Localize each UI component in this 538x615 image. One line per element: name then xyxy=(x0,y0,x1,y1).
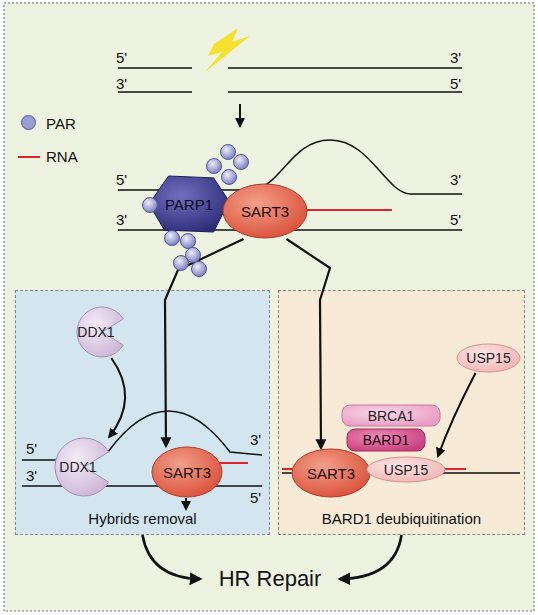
usp15-ellipse: USP15 xyxy=(456,343,521,373)
flow-arrow xyxy=(340,535,402,579)
dna-strand xyxy=(118,91,192,93)
panel-title: Hybrids removal xyxy=(16,510,269,528)
par-bead xyxy=(221,145,236,160)
par-bead xyxy=(165,231,180,246)
par-bead xyxy=(181,234,196,249)
deubiquitination-panel: BARD1 deubiquitinationUSP15BRCA1BARD1SAR… xyxy=(278,290,525,535)
damage-lightning xyxy=(205,28,250,72)
flow-arrow xyxy=(143,535,201,579)
strand-end-label: 3' xyxy=(450,172,461,187)
sart3-ellipse: SART3 xyxy=(222,183,308,239)
node-label: SART3 xyxy=(307,466,355,481)
hex-shape xyxy=(149,176,229,232)
rna-legend-sample xyxy=(18,156,40,158)
node-label: SART3 xyxy=(163,465,211,480)
par-bead xyxy=(174,256,189,271)
ell-shape xyxy=(457,344,520,372)
strand-end-label: 5' xyxy=(250,490,261,505)
strand-end-label: 5' xyxy=(116,172,127,187)
strand-end-label: 3' xyxy=(450,50,461,65)
ell-shape xyxy=(367,457,445,482)
par-bead xyxy=(186,248,201,263)
ell-shape xyxy=(152,447,222,497)
dna-strand xyxy=(118,67,192,69)
rrect-shape xyxy=(342,405,440,426)
rrect-shape xyxy=(347,429,425,451)
par-bead xyxy=(234,155,249,170)
strand-end-label: 3' xyxy=(116,212,127,227)
strand-end-label: 3' xyxy=(116,76,127,91)
strand-end-label: 5' xyxy=(450,76,461,91)
node-label: SART3 xyxy=(241,204,289,219)
node-label: HR Repair xyxy=(219,568,322,590)
ddx1-pacman: DDX1 xyxy=(47,437,121,497)
sart3-ellipse: SART3 xyxy=(291,448,371,498)
dna-strand xyxy=(228,67,462,69)
node-label: USP15 xyxy=(384,463,428,477)
pac-shape xyxy=(55,438,109,496)
ell-shape xyxy=(223,184,307,238)
dna-strand xyxy=(228,91,462,93)
strand-end-label: 3' xyxy=(26,468,37,483)
node-label: PARP1 xyxy=(165,197,213,212)
hr-repair-node: HR Repair xyxy=(200,560,340,598)
strand-end-label: 5' xyxy=(450,212,461,227)
panel-title: BARD1 deubiquitination xyxy=(279,510,524,528)
legend-label: RNA xyxy=(46,149,78,164)
hybrid-removal-panel: Hybrids removalDDX1DDX1SART3 xyxy=(15,290,270,535)
strand-end-label: 3' xyxy=(250,432,261,447)
par-bead xyxy=(207,159,222,174)
legend-swatch xyxy=(21,115,36,130)
par-bead xyxy=(222,170,237,185)
node-label: BRCA1 xyxy=(368,409,415,423)
par-bead xyxy=(192,262,207,277)
strand-end-label: 5' xyxy=(116,50,127,65)
brca1-box: BRCA1 xyxy=(341,404,441,427)
sart3-ellipse: SART3 xyxy=(151,446,223,498)
node-label: DDX1 xyxy=(77,325,126,339)
node-label: BARD1 xyxy=(363,433,410,447)
strand-end-label: 5' xyxy=(26,441,37,456)
legend-label: PAR xyxy=(46,116,76,131)
bard1-box: BARD1 xyxy=(346,428,426,452)
usp15-ellipse: USP15 xyxy=(366,456,446,483)
step-arrow xyxy=(239,104,241,126)
ddx1-pacman: DDX1 xyxy=(71,306,133,358)
parp1-hexagon: PARP1 xyxy=(148,175,230,233)
node-label: DDX1 xyxy=(59,460,108,474)
ell-shape xyxy=(292,449,370,497)
outer-panel xyxy=(4,3,534,611)
node-label: USP15 xyxy=(466,351,510,365)
